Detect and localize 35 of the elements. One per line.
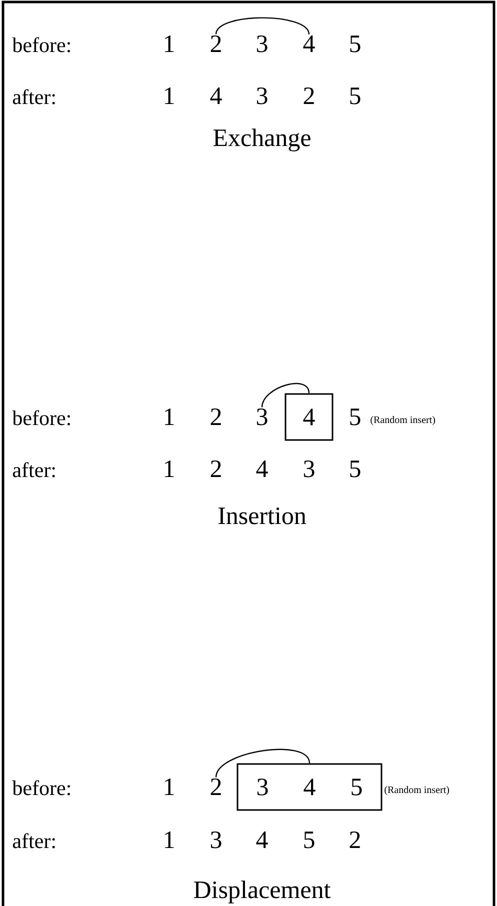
- row-label: after:: [12, 89, 55, 104]
- digit: 4: [210, 88, 222, 104]
- digit: 3: [256, 35, 268, 52]
- row-label: after:: [12, 833, 55, 848]
- arc-connector: [215, 748, 310, 778]
- digit: 3: [256, 408, 268, 426]
- digit: 3: [256, 87, 268, 104]
- digit: 1: [164, 88, 174, 104]
- digit: 1: [164, 408, 174, 425]
- digit: 1: [164, 36, 174, 52]
- section-title: Displacement: [194, 880, 331, 904]
- row-label: after:: [12, 462, 55, 478]
- digit: 5: [350, 88, 360, 104]
- section-title: Exchange: [213, 128, 310, 152]
- digit: 4: [303, 36, 315, 52]
- row-label: before:: [12, 780, 70, 796]
- digit: 2: [210, 35, 221, 52]
- digit: 5: [350, 460, 360, 478]
- note: (Random insert): [370, 416, 436, 426]
- digit: 2: [210, 778, 221, 795]
- row-label: before:: [12, 410, 70, 426]
- digit: 4: [256, 460, 268, 477]
- selection-box: 4: [284, 393, 334, 441]
- arc-connector: [215, 17, 310, 35]
- section-title: Insertion: [218, 507, 306, 524]
- selection-box: 3 4 5: [236, 763, 382, 811]
- digit: 2: [210, 408, 221, 425]
- digit: 1: [164, 460, 174, 477]
- digit: 1: [164, 778, 174, 795]
- digit: 3: [210, 831, 222, 848]
- digit: 1: [164, 832, 174, 848]
- digit: 5: [350, 36, 360, 52]
- row-label: before:: [12, 37, 70, 52]
- digit: 2: [210, 460, 221, 477]
- digit: 2: [304, 87, 314, 104]
